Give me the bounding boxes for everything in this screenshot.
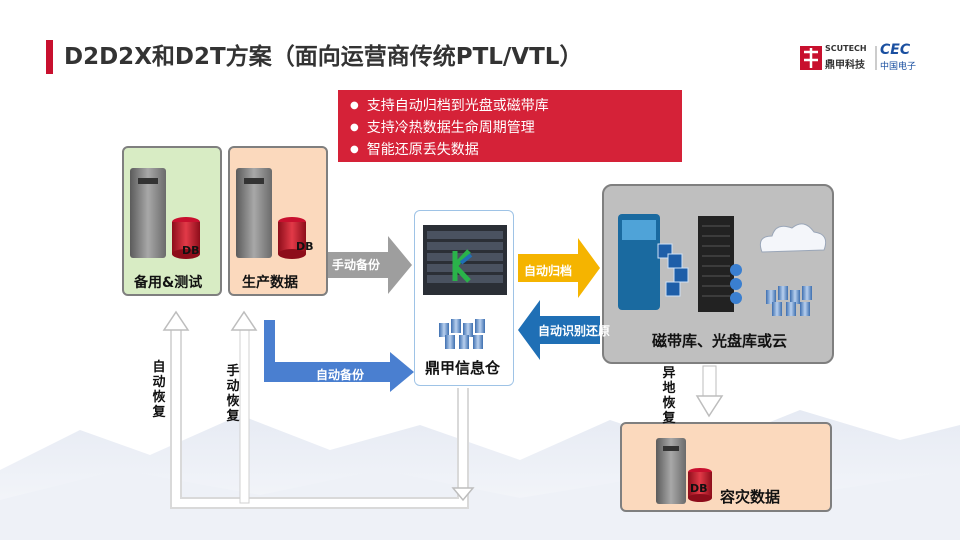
manual-recover-arrowhead [230,310,258,331]
backup-test-node: DB 备用&测试 [122,146,222,296]
info-warehouse-label: 鼎甲信息仓 [425,359,501,377]
remote-recover-arrowhead [695,395,724,418]
disaster-label: 容灾数据 [720,488,781,506]
server-with-db-icon [236,168,306,259]
feature-item: 支持自动归档到光盘或磁带库 [350,96,682,118]
db-label: DB [182,244,200,257]
db-label: DB [296,240,314,253]
feature-callout: 支持自动归档到光盘或磁带库 支持冷热数据生命周期管理 智能还原丢失数据 [338,90,682,162]
feature-item: 支持冷热数据生命周期管理 [350,118,682,140]
cloud-icon [759,223,827,253]
production-label: 生产数据 [242,275,298,291]
server-with-db-icon [130,168,200,259]
production-node: DB 生产数据 [228,146,328,296]
logo-partner-cn: 中国电子 [880,62,917,72]
info-warehouse-node: 鼎甲信息仓 [414,210,514,386]
manual-recover-label: 手动恢复 [226,364,240,424]
auto-backup-label: 自动备份 [316,368,365,382]
title-accent-bar [46,40,53,74]
page-title: D2D2X和D2T方案（面向运营商传统PTL/VTL） [64,44,583,70]
logo-partner-en: CEC [880,42,911,58]
remote-recover-label: 异地恢复 [662,366,676,426]
scutech-logo-icon [800,46,877,70]
company-logo: SCUTECH 鼎甲科技 CEC 中国电子 [800,42,920,72]
manual-backup-label: 手动备份 [332,258,381,272]
logo-brand-cn: 鼎甲科技 [825,60,865,71]
logo-brand-en: SCUTECH [825,44,867,53]
auto-recover-label: 自动恢复 [152,360,166,420]
auto-restore-arrow [518,300,600,360]
storage-devices-icon [618,214,827,316]
auto-restore-label: 自动识别还原 [538,324,611,338]
server-with-db-icon [656,438,712,504]
storage-array-icon [423,225,507,349]
feature-item: 智能还原丢失数据 [350,140,682,162]
manual-backup-arrow [328,236,412,294]
auto-archive-label: 自动归档 [524,264,573,278]
loop-down-arrowhead [451,487,475,502]
db-label: DB [690,482,708,495]
auto-recover-arrowhead [162,310,190,331]
auto-backup-arrow [264,320,414,392]
storage-node: 磁带库、光盘库或云 [602,184,834,364]
database-cluster-icon [439,319,485,349]
auto-archive-arrow [518,238,600,298]
backup-test-label: 备用&测试 [134,275,203,291]
disaster-node: DB 容灾数据 [620,422,832,512]
storage-label: 磁带库、光盘库或云 [652,332,788,350]
